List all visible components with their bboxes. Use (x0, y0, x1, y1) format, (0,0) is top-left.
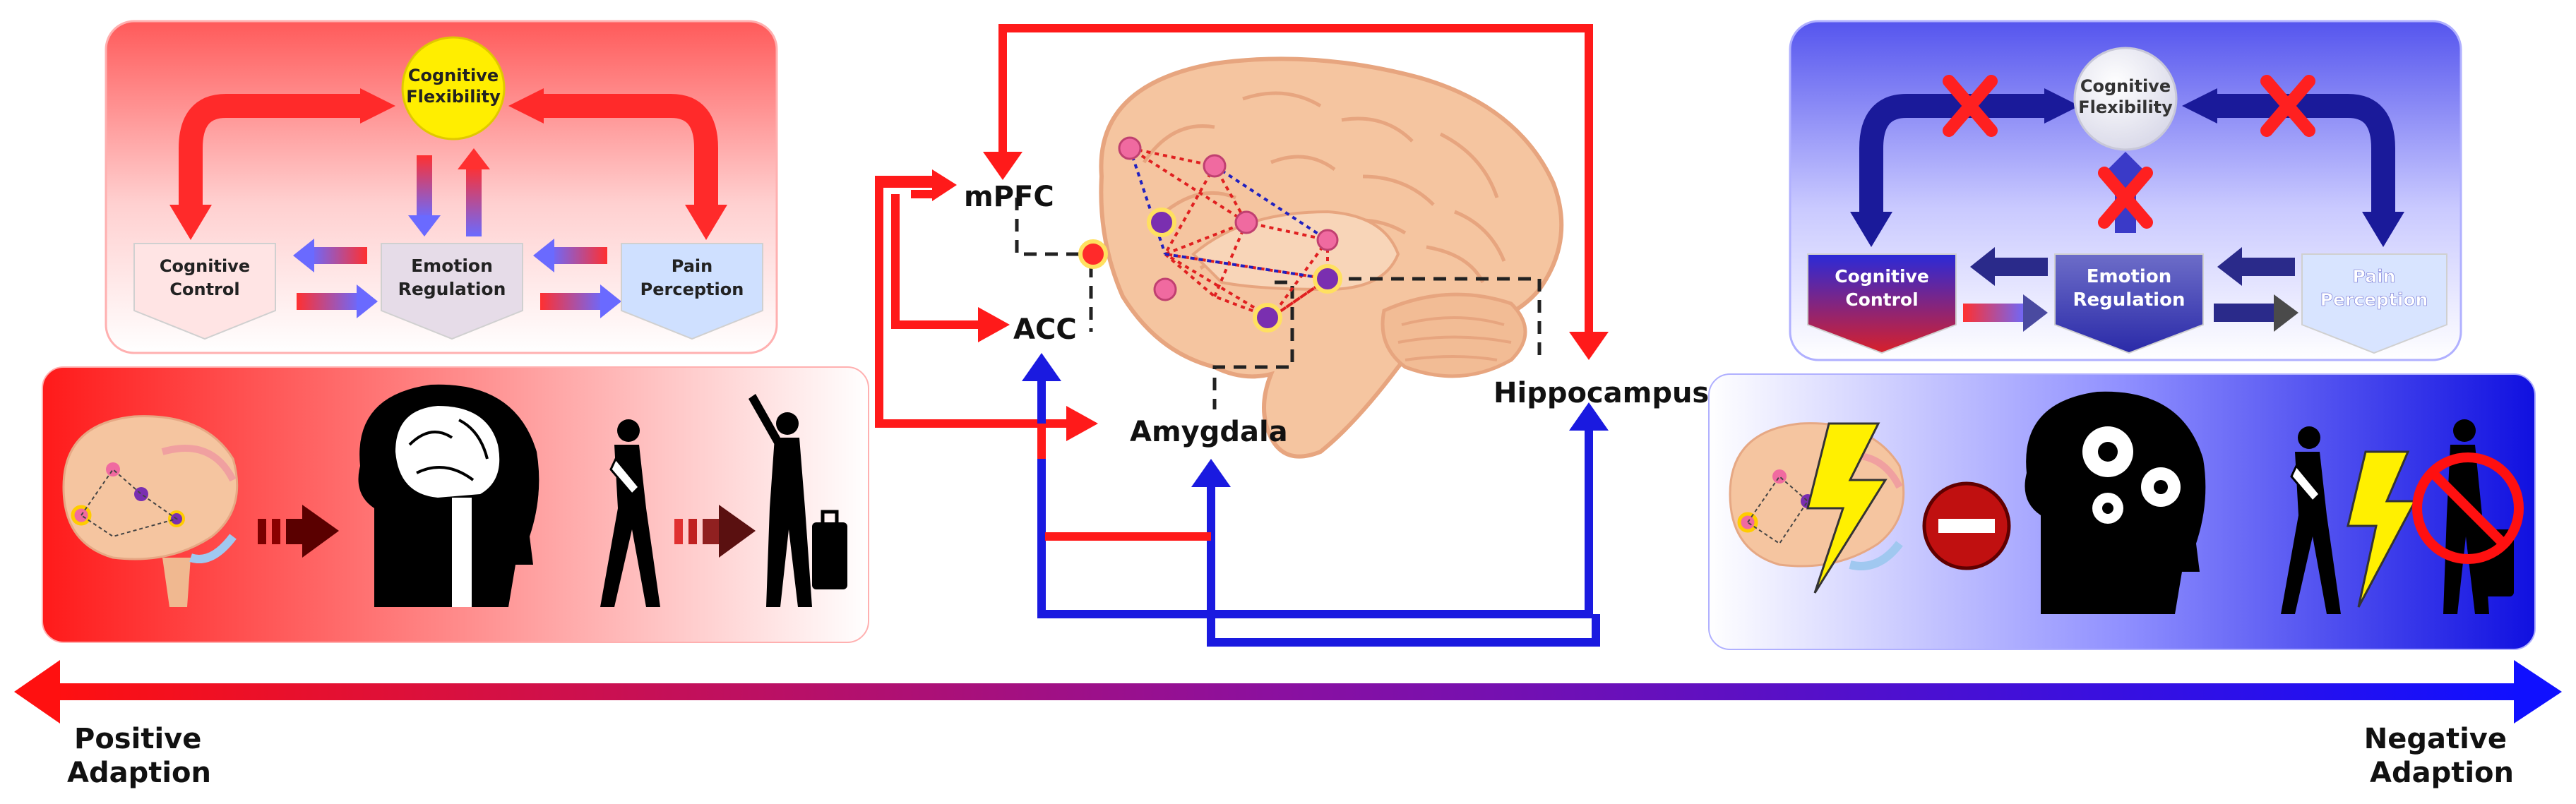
right-cognitive-control-label-2: Control (1845, 289, 1918, 310)
left-cognitive-flexibility-node (401, 36, 506, 140)
brain-node-8 (1313, 264, 1342, 294)
left-top-panel: Cognitive Flexibility Cognitive Control … (105, 20, 778, 354)
right-emotion-regulation-node (2054, 253, 2204, 354)
left-cognitive-control-label-2: Control (169, 280, 239, 299)
left-bottom-panel (42, 366, 869, 643)
small-brain-icon (62, 415, 239, 560)
adaption-spectrum: Positive Adaption Negative Adaption (14, 660, 2562, 789)
right-cognitive-flexibility-label-2: Flexibility (2078, 97, 2173, 117)
amygdala-label: Amygdala (1130, 416, 1288, 448)
right-top-panel: Cognitive Flexibility Cognitive Control … (1789, 20, 2462, 361)
right-pain-perception-label-2: Perception (2320, 289, 2428, 310)
left-cognitive-flexibility-label-2: Flexibility (406, 87, 501, 107)
prohibited-icon (2412, 452, 2524, 564)
left-pain-perception-node (621, 243, 763, 340)
brain-node-9 (1316, 229, 1339, 251)
left-pain-perception-label-2: Perception (640, 280, 744, 299)
injured-walker-icon (600, 445, 660, 607)
blocked-x-icon (2098, 167, 2153, 229)
left-cognitive-control-node (133, 243, 276, 340)
right-cognitive-control-label-1: Cognitive (1835, 266, 1929, 287)
hippocampus-label: Hippocampus (1493, 377, 1709, 409)
brain-node-5 (1078, 239, 1108, 269)
right-emotion-regulation-label-1: Emotion (2087, 266, 2171, 287)
right-emotion-regulation-label-2: Regulation (2073, 289, 2186, 311)
mpfc-label: mPFC (964, 181, 1054, 213)
traveler-icon-right (2443, 445, 2489, 614)
left-emotion-regulation-label-2: Regulation (398, 279, 506, 299)
center-brain: mPFC ACC Amygdala Hippocampus (875, 24, 1709, 647)
injured-walker-icon-right (2281, 452, 2341, 614)
lightning-icon (2347, 450, 2417, 608)
right-pain-perception-label-1: Pain (2353, 266, 2396, 287)
right-bottom-panel (1708, 373, 2536, 650)
brain-node-1 (1118, 136, 1142, 160)
left-emotion-regulation-node (381, 243, 523, 340)
lightning-icon (1806, 422, 1888, 594)
left-cognitive-control-label-1: Cognitive (160, 256, 250, 276)
cerebellum-shape (1381, 292, 1527, 378)
brain-node-3 (1147, 208, 1176, 237)
left-cognitive-flexibility-label-1: Cognitive (408, 66, 499, 85)
negative-adaption-label-1: Negative (2364, 723, 2507, 755)
right-cognitive-flexibility-label-1: Cognitive (2080, 76, 2171, 96)
negative-adaption-label-2: Adaption (2370, 757, 2514, 789)
brain-node-2 (1203, 154, 1227, 178)
right-cognitive-flexibility-node (2073, 47, 2178, 151)
left-emotion-regulation-label-1: Emotion (411, 256, 493, 276)
brain-node-4 (1234, 210, 1258, 234)
traveler-icon (766, 438, 812, 607)
positive-adaption-label-2: Adaption (67, 757, 211, 789)
acc-label: ACC (1013, 313, 1077, 346)
positive-adaption-label-1: Positive (74, 723, 201, 755)
brain-node-7 (1253, 303, 1282, 332)
right-pain-perception-node (2301, 253, 2447, 354)
blocked-x-icon (1943, 75, 1998, 137)
brain-node-6 (1153, 277, 1177, 301)
blocked-x-icon (2260, 75, 2315, 137)
left-pain-perception-label-1: Pain (672, 256, 712, 276)
right-cognitive-control-node (1807, 253, 1957, 354)
